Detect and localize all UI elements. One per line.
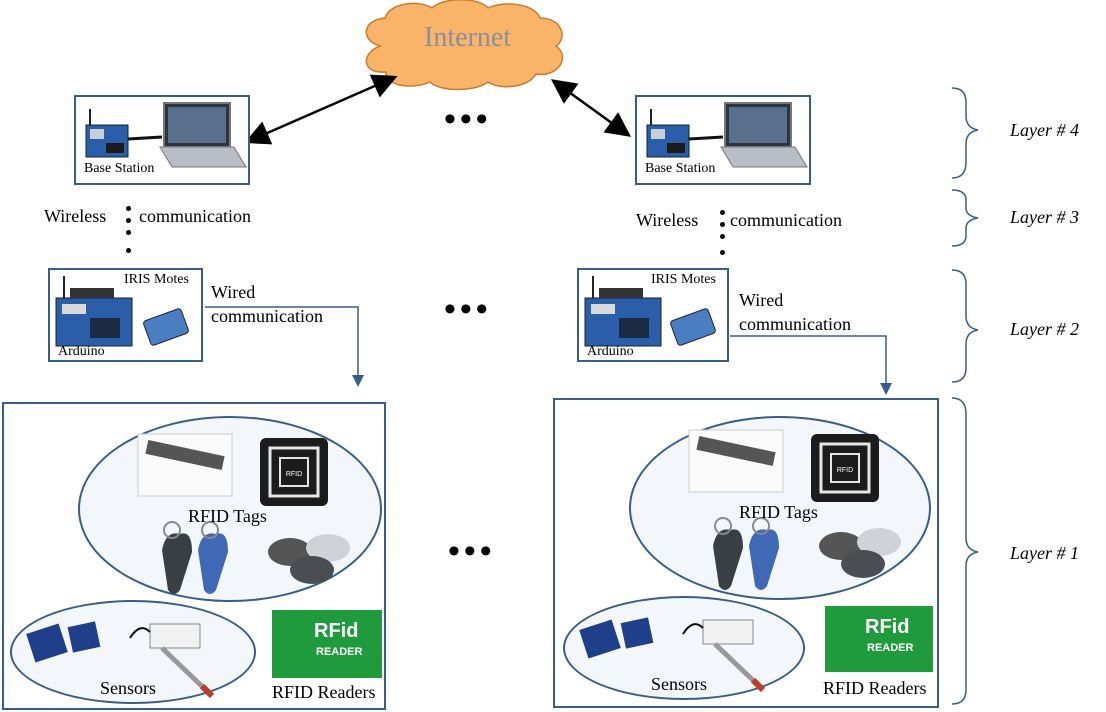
communication-label: communication — [139, 206, 251, 226]
base-station-box-left: Base Station — [74, 95, 250, 185]
wired-communication-label: communication — [211, 306, 323, 326]
comm-dot — [720, 210, 725, 215]
rfid-reader-board: RFid READER — [272, 610, 382, 678]
reader-logo-sub: READER — [867, 642, 914, 654]
wired-arrow-left — [205, 306, 364, 387]
brace-layer-1 — [951, 397, 979, 705]
wireless-label: Wireless — [44, 206, 107, 226]
rfid-tags-label: RFID Tags — [739, 502, 818, 522]
internet-link-left — [244, 74, 398, 145]
sensors-label: Sensors — [651, 674, 708, 694]
comm-dot — [126, 230, 131, 235]
base-station-label: Base Station — [84, 161, 155, 176]
arduino-mote-illustration — [584, 276, 716, 347]
brace-layer-3 — [951, 189, 979, 247]
rfid-tags-illustration: RFID — [137, 433, 350, 594]
layer-4-label: Layer # 4 — [1010, 120, 1079, 140]
rfid-readers-label: RFID Readers — [272, 682, 376, 702]
layer-1-label: Layer # 1 — [1010, 543, 1079, 563]
comm-dot — [720, 222, 725, 227]
base-station-label: Base Station — [645, 161, 716, 176]
reader-logo-sub: READER — [316, 646, 363, 658]
rfid-tags-label: RFID Tags — [188, 506, 267, 526]
sensors-ellipse: Sensors — [10, 600, 256, 704]
base-station-illustration — [85, 102, 247, 168]
base-station-illustration — [646, 102, 808, 168]
sensors-ellipse: Sensors — [563, 596, 805, 700]
rfid-reader-board: RFid READER — [825, 606, 933, 672]
mote-box-right: IRIS Motes Arduino — [577, 268, 729, 362]
sensors-illustration — [26, 621, 215, 699]
sensors-label: Sensors — [100, 678, 157, 698]
comm-dot — [126, 218, 131, 223]
rfid-tags-illustration: RFID — [688, 429, 901, 590]
reader-logo-main: RFid — [314, 620, 359, 642]
internet-label: Internet — [424, 22, 512, 53]
arduino-mote-illustration — [55, 276, 189, 347]
ellipsis-bottom: ••• — [448, 533, 496, 570]
iris-motes-label: IRIS Motes — [651, 272, 716, 287]
wired-label: Wired — [211, 282, 256, 302]
base-station-box-right: Base Station — [635, 95, 811, 185]
tag-chip-text: RFID — [286, 471, 302, 478]
mote-box-left: IRIS Motes Arduino — [48, 268, 203, 362]
iris-motes-label: IRIS Motes — [124, 272, 189, 287]
arduino-label: Arduino — [58, 344, 105, 359]
comm-dot — [126, 248, 131, 253]
communication-label: communication — [730, 210, 842, 230]
devices-box-left: RFID RFID Tags Sensors R — [2, 402, 386, 710]
layer-3-label: Layer # 3 — [1010, 207, 1079, 227]
rfid-tags-ellipse: RFID RFID Tags — [629, 416, 931, 600]
internet-cloud — [365, 0, 564, 91]
ellipsis-middle: ••• — [444, 291, 492, 328]
tag-chip-text: RFID — [837, 467, 853, 474]
comm-dot — [720, 250, 725, 255]
wired-label: Wired — [739, 290, 784, 310]
reader-logo-main: RFid — [865, 616, 910, 638]
rfid-tags-ellipse: RFID RFID Tags — [78, 416, 382, 602]
wired-arrow-right — [730, 335, 892, 395]
sensors-illustration — [579, 617, 766, 693]
internet-link-right — [550, 79, 632, 137]
layer-2-label: Layer # 2 — [1010, 319, 1079, 339]
brace-layer-2 — [951, 269, 979, 383]
wireless-label: Wireless — [636, 210, 699, 230]
comm-dot — [720, 234, 725, 239]
rfid-readers-label: RFID Readers — [823, 678, 927, 698]
arduino-label: Arduino — [587, 344, 634, 359]
devices-box-right: RFID RFID Tags Sensors R — [553, 398, 939, 708]
wired-communication-label: communication — [739, 314, 851, 334]
ellipsis-top: ••• — [444, 101, 492, 138]
brace-layer-4 — [951, 87, 979, 179]
comm-dot — [126, 206, 131, 211]
